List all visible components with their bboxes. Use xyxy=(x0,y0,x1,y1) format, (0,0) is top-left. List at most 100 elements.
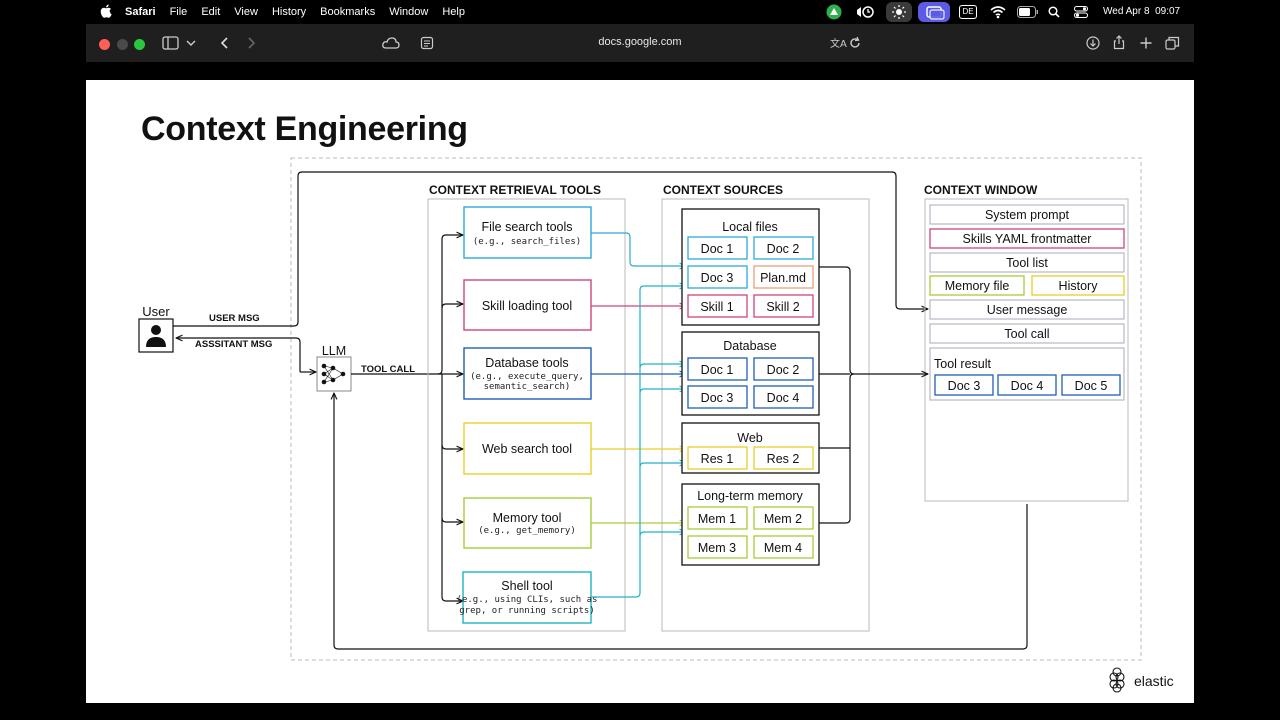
svg-text:Doc 2: Doc 2 xyxy=(767,363,800,377)
menu-window[interactable]: Window xyxy=(389,6,429,18)
sources-panel xyxy=(661,198,870,632)
svg-text:(e.g., get_memory): (e.g., get_memory) xyxy=(478,526,576,536)
svg-text:Doc 4: Doc 4 xyxy=(767,391,800,405)
svg-text:Mem 1: Mem 1 xyxy=(698,512,736,526)
retrieval-tools-header: CONTEXT RETRIEVAL TOOLS xyxy=(429,183,601,197)
menu-bookmarks[interactable]: Bookmarks xyxy=(320,6,376,18)
svg-text:Local files: Local files xyxy=(722,220,778,234)
source-web: Web Res 1 Res 2 xyxy=(681,422,820,474)
spotlight-search-icon[interactable] xyxy=(1048,6,1060,18)
control-center-icon[interactable] xyxy=(1074,6,1088,18)
window-header: CONTEXT WINDOW xyxy=(924,183,1038,197)
svg-text:Tool list: Tool list xyxy=(1006,256,1048,270)
share-icon[interactable] xyxy=(1112,35,1126,50)
svg-text:Memory file: Memory file xyxy=(945,279,1010,293)
svg-text:Database: Database xyxy=(723,339,777,353)
slide-canvas: Context Engineering User USE xyxy=(86,80,1194,703)
tab-overview-icon[interactable] xyxy=(1165,36,1180,50)
minimize-window-button[interactable] xyxy=(117,39,128,50)
battery-icon[interactable] xyxy=(1017,6,1039,18)
user-label: User xyxy=(142,304,170,319)
svg-text:User message: User message xyxy=(987,303,1068,317)
svg-text:Mem 2: Mem 2 xyxy=(764,512,802,526)
tool-call-label: TOOL CALL xyxy=(361,364,415,375)
menu-help[interactable]: Help xyxy=(442,6,465,18)
menu-bar: Safari File Edit View History Bookmarks … xyxy=(0,0,1280,24)
sources-header: CONTEXT SOURCES xyxy=(663,183,783,197)
forward-icon[interactable] xyxy=(245,36,257,50)
address-bar[interactable]: docs.google.com xyxy=(598,36,682,48)
new-tab-icon[interactable] xyxy=(1139,36,1153,50)
svg-text:Skill 2: Skill 2 xyxy=(766,300,799,314)
svg-text:Mem 3: Mem 3 xyxy=(698,541,736,555)
svg-text:File search tools: File search tools xyxy=(481,220,572,234)
wifi-icon[interactable] xyxy=(990,5,1006,19)
svg-text:Tool result: Tool result xyxy=(934,357,991,371)
svg-text:文A: 文A xyxy=(830,37,847,50)
svg-text:Memory tool: Memory tool xyxy=(493,511,562,525)
svg-text:Res 2: Res 2 xyxy=(767,452,800,466)
svg-text:Doc 5: Doc 5 xyxy=(1075,379,1108,393)
svg-text:Doc 3: Doc 3 xyxy=(701,271,734,285)
svg-text:Doc 4: Doc 4 xyxy=(1011,379,1044,393)
neural-network-icon xyxy=(321,363,346,385)
screen-time-icon[interactable] xyxy=(856,5,874,19)
svg-text:History: History xyxy=(1059,279,1099,293)
svg-text:Mem 4: Mem 4 xyxy=(764,541,802,555)
status-app-icon[interactable] xyxy=(826,4,842,20)
close-window-button[interactable] xyxy=(99,39,110,50)
assistant-msg-arrow xyxy=(176,338,301,372)
stage-manager-icon[interactable] xyxy=(918,2,950,22)
svg-text:(e.g., search_files): (e.g., search_files) xyxy=(473,237,581,247)
tool-result-return-arrow xyxy=(334,393,1028,650)
svg-text:Web search tool: Web search tool xyxy=(482,442,572,456)
svg-text:Shell tool: Shell tool xyxy=(501,579,552,593)
menu-view[interactable]: View xyxy=(234,6,258,18)
source-database: Database Doc 1 Doc 2 Doc 3 Doc 4 xyxy=(681,331,820,416)
context-window-items: System prompt Skills YAML frontmatter To… xyxy=(929,204,1125,401)
input-language-badge[interactable]: DE xyxy=(959,5,977,19)
svg-text:(e.g., execute_query,: (e.g., execute_query, xyxy=(470,372,584,382)
user-msg-arrow xyxy=(173,171,928,327)
menu-history[interactable]: History xyxy=(271,6,307,18)
zoom-window-button[interactable] xyxy=(134,39,145,50)
reload-icon[interactable] xyxy=(848,36,862,50)
downloads-icon[interactable] xyxy=(1086,36,1100,50)
svg-text:Skills YAML frontmatter: Skills YAML frontmatter xyxy=(963,232,1092,246)
icloud-tabs-icon[interactable] xyxy=(382,36,400,50)
svg-text:Doc 3: Doc 3 xyxy=(701,391,734,405)
svg-text:Skill 1: Skill 1 xyxy=(700,300,733,314)
svg-text:Database tools: Database tools xyxy=(485,356,568,370)
source-long-term-memory: Long-term memory Mem 1 Mem 2 Mem 3 Mem 4 xyxy=(681,483,820,566)
back-icon[interactable] xyxy=(219,36,231,50)
svg-text:elastic: elastic xyxy=(1134,673,1174,689)
tool-memory: Memory tool (e.g., get_memory) xyxy=(463,497,592,549)
svg-text:Doc 2: Doc 2 xyxy=(767,242,800,256)
svg-text:Res 1: Res 1 xyxy=(701,452,734,466)
translate-icon[interactable]: 文A xyxy=(830,36,848,50)
source-local-files: Local files Doc 1 Doc 2 Doc 3 Plan.md Sk… xyxy=(681,208,820,326)
menu-edit[interactable]: Edit xyxy=(201,6,221,18)
menu-safari[interactable]: Safari xyxy=(125,6,156,18)
browser-toolbar xyxy=(86,24,1194,62)
apple-icon[interactable] xyxy=(100,4,112,18)
context-window-panel xyxy=(924,198,1129,502)
svg-text:Doc 3: Doc 3 xyxy=(948,379,981,393)
svg-text:Web: Web xyxy=(737,431,763,445)
svg-text:semantic_search): semantic_search) xyxy=(484,382,571,392)
tool-shell: Shell tool (e.g., using CLIs, such as gr… xyxy=(457,571,597,624)
menu-file[interactable]: File xyxy=(169,6,188,18)
context-engineering-diagram: User USER MSG ASSSITANT MSG LLM xyxy=(138,157,1174,693)
svg-text:Long-term memory: Long-term memory xyxy=(697,489,803,503)
sidebar-toggle-icon[interactable] xyxy=(162,36,202,50)
assistant-msg-label: ASSSITANT MSG xyxy=(195,339,272,350)
brightness-control[interactable] xyxy=(886,2,912,22)
svg-text:Doc 1: Doc 1 xyxy=(701,242,734,256)
slide-title: Context Engineering xyxy=(141,110,468,148)
reader-icon[interactable] xyxy=(420,36,434,50)
clock[interactable]: Wed Apr 8 09:07 xyxy=(1103,6,1181,17)
diagram-frame xyxy=(290,157,1142,661)
tool-web-search: Web search tool xyxy=(463,422,592,475)
retrieval-tools-panel xyxy=(427,198,626,632)
